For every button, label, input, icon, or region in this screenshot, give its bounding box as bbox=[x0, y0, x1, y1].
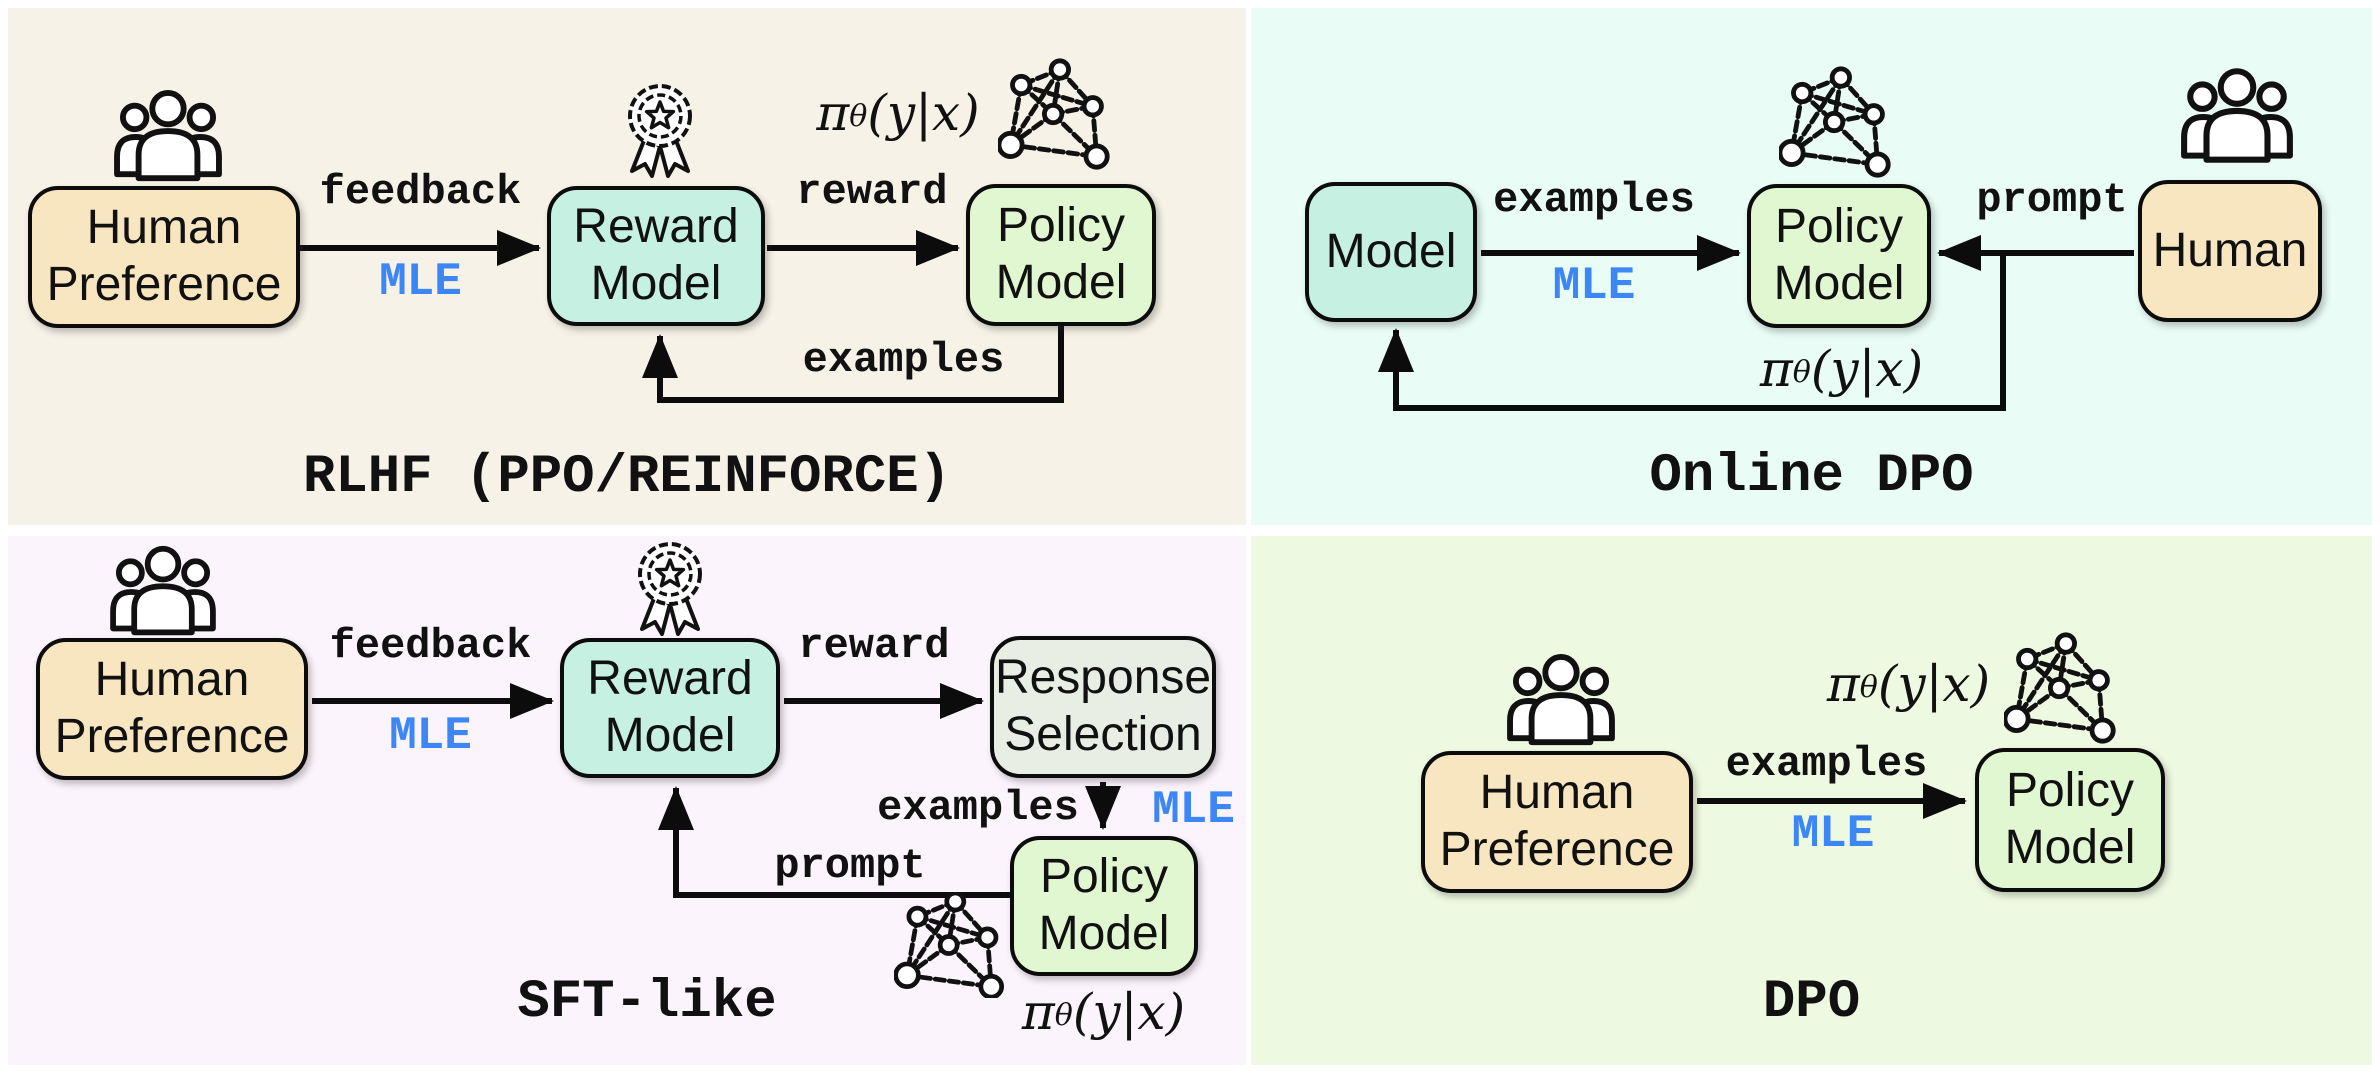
pi-symbol: π bbox=[1021, 983, 1055, 1041]
panel-title: SFT-like bbox=[517, 972, 777, 1033]
neural-network-icon bbox=[999, 61, 1107, 167]
examples-label: examples bbox=[1725, 740, 1928, 788]
pi-symbol: π bbox=[816, 84, 850, 142]
human-preference-box: Human Preference bbox=[1421, 751, 1693, 893]
panel-sft-like: Human Preference Reward Model Response S… bbox=[8, 536, 1246, 1065]
policy-model-box: Policy Model bbox=[1975, 748, 2165, 892]
examples-label: examples bbox=[802, 336, 1005, 384]
formula-args: (y|x) bbox=[1072, 983, 1186, 1041]
response-selection-box: Response Selection bbox=[990, 636, 1216, 778]
examples-label: examples bbox=[1493, 176, 1695, 224]
panel-online-dpo: Model Policy Model Human examples MLE pr… bbox=[1251, 8, 2372, 525]
prompt-label: prompt bbox=[1976, 176, 2128, 224]
medal-icon bbox=[630, 86, 690, 176]
people-icon bbox=[113, 549, 213, 633]
human-box: Human bbox=[2138, 180, 2322, 322]
panel-title: Online DPO bbox=[1649, 446, 1974, 507]
mle-label: MLE bbox=[379, 256, 462, 308]
human-preference-box: Human Preference bbox=[28, 186, 300, 328]
reward-label: reward bbox=[798, 622, 950, 670]
model-box: Model bbox=[1305, 182, 1477, 322]
medal-icon bbox=[638, 542, 702, 636]
formula-args: (y|x) bbox=[1877, 655, 1991, 713]
people-icon bbox=[1510, 657, 1612, 742]
mle-label: MLE bbox=[1552, 260, 1636, 312]
examples-label: examples bbox=[877, 784, 1079, 832]
panel-dpo: Human Preference Policy Model examples M… bbox=[1251, 536, 2372, 1065]
feedback-label: feedback bbox=[329, 622, 532, 670]
reward-model-box: Reward Model bbox=[560, 638, 780, 778]
mle-label: MLE bbox=[1791, 808, 1875, 860]
pi-symbol: π bbox=[1759, 340, 1793, 398]
policy-model-box: Policy Model bbox=[1747, 184, 1931, 328]
people-icon bbox=[2184, 71, 2290, 159]
people-icon bbox=[117, 93, 219, 178]
formula-args: (y|x) bbox=[1810, 340, 1924, 398]
panel-rlhf: Human Preference Reward Model Policy Mod… bbox=[8, 8, 1246, 525]
neural-network-icon bbox=[2005, 635, 2113, 741]
panel-title: DPO bbox=[1762, 972, 1861, 1033]
feedback-label: feedback bbox=[319, 168, 522, 216]
neural-network-icon bbox=[1780, 69, 1888, 175]
prompt-label: prompt bbox=[774, 842, 926, 890]
mle-label-2: MLE bbox=[1152, 784, 1235, 836]
policy-model-box: Policy Model bbox=[966, 184, 1156, 326]
policy-model-box: Policy Model bbox=[1010, 836, 1198, 976]
reward-label: reward bbox=[796, 168, 948, 216]
reward-model-box: Reward Model bbox=[547, 186, 765, 326]
formula-args: (y|x) bbox=[867, 84, 980, 142]
panel-title: RLHF (PPO/REINFORCE) bbox=[302, 447, 952, 508]
pi-symbol: π bbox=[1826, 655, 1860, 713]
human-preference-box: Human Preference bbox=[36, 638, 308, 780]
mle-label: MLE bbox=[389, 710, 472, 762]
